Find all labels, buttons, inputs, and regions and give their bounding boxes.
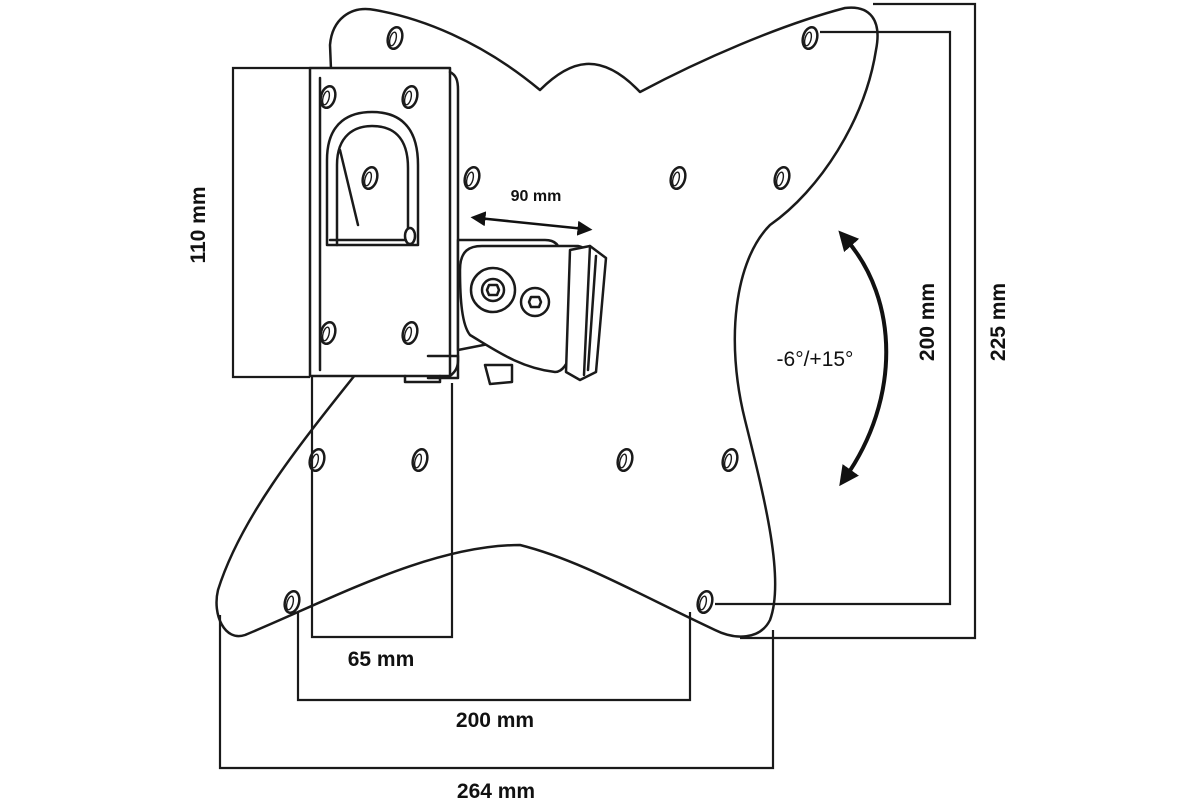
mounting-hole: [721, 447, 739, 473]
hinge-bolt-head: [480, 277, 506, 303]
mounting-hole: [773, 165, 791, 191]
arm-lower-tab: [483, 363, 514, 386]
label-arm-reach: 90 mm: [511, 188, 562, 205]
hinge-bolt-2-socket: [527, 295, 543, 309]
label-tilt-range: -6°/+15°: [777, 348, 854, 371]
bracket-hole: [319, 84, 337, 110]
hinge-bolt-socket: [485, 283, 501, 297]
mounting-hole: [696, 589, 714, 615]
mounting-hole: [411, 447, 429, 473]
hinge-bolt-2-head: [519, 286, 551, 318]
wall-bracket: [308, 66, 460, 384]
bracket-arch-rod: [338, 148, 360, 227]
label-plate-width: 264 mm: [457, 780, 535, 800]
dim-plate-width: [218, 615, 775, 770]
label-hole-spacing-horizontal: 200 mm: [456, 709, 534, 732]
dim-hole-spacing-horizontal: [296, 612, 692, 702]
plate-clamp-edge-2: [586, 254, 598, 372]
label-plate-height: 225 mm: [987, 283, 1010, 361]
mounting-hole: [801, 25, 819, 51]
dim-hole-spacing-vertical: [715, 30, 952, 606]
dimension-lines: [218, 2, 977, 770]
dim-bracket-width: [310, 377, 454, 639]
bracket-hole: [401, 320, 419, 346]
mounting-hole: [616, 447, 634, 473]
bracket-hole: [319, 320, 337, 346]
dim-bracket-height: [231, 66, 310, 379]
hinge-bolt-outer: [469, 266, 517, 314]
bracket-hole: [361, 165, 379, 191]
bracket-arch-slot: [325, 110, 420, 247]
mounting-hole: [463, 165, 481, 191]
bracket-arch-inner: [335, 124, 410, 247]
bracket-pin-end: [403, 226, 417, 246]
tilt-arm: [456, 238, 608, 386]
mounting-hole: [669, 165, 687, 191]
bracket-hole: [401, 84, 419, 110]
plate-clamp-edge: [582, 244, 592, 377]
bracket-bottom-clip: [426, 354, 460, 380]
label-hole-spacing-vertical: 200 mm: [916, 283, 939, 361]
dim-arm-reach-arrow: [470, 211, 593, 236]
label-bracket-height: 110 mm: [187, 186, 210, 263]
mounting-hole: [283, 589, 301, 615]
dim-plate-height: [740, 2, 977, 640]
tilt-arrow: [838, 230, 889, 487]
mounting-hole: [386, 25, 404, 51]
label-bracket-width: 65 mm: [348, 648, 415, 671]
bracket-edge: [448, 70, 460, 378]
